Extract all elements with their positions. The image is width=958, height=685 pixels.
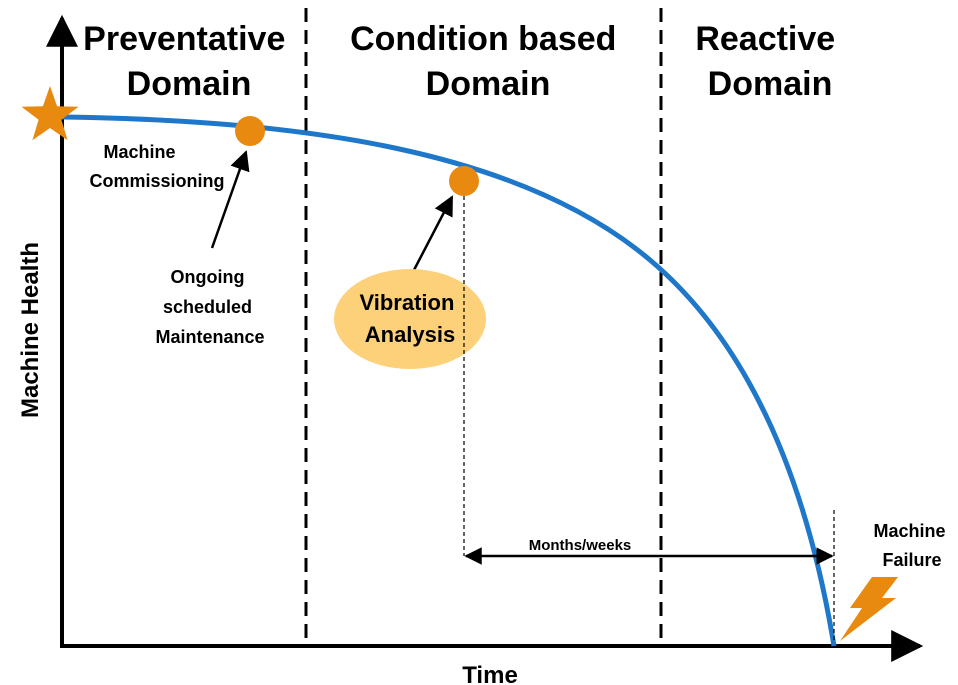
commissioning-line2: Commissioning (89, 171, 224, 191)
vibration-label-line2: Analysis (365, 322, 456, 347)
vibration-analysis-label: Vibration Analysis (359, 290, 460, 347)
interval-label: Months/weeks (529, 537, 632, 554)
failure-line2: Failure (882, 550, 941, 570)
star-icon (21, 86, 79, 141)
domain-reactive-line1: Reactive (695, 20, 835, 58)
health-curve (61, 114, 837, 647)
domain-condition-line1: Condition based (350, 20, 616, 58)
domain-reactive-line2: Domain (708, 65, 833, 103)
lightning-icon (840, 577, 898, 641)
commissioning-line1: Machine (103, 142, 175, 162)
domain-preventative-title: Preventative Domain (83, 20, 295, 103)
domain-condition-line2: Domain (426, 65, 551, 103)
domain-reactive-title: Reactive Domain (695, 20, 844, 103)
maintenance-line2: scheduled (163, 297, 252, 317)
failure-label: Machine Failure (873, 521, 950, 570)
vibration-marker (449, 166, 479, 196)
maintenance-marker (235, 116, 265, 146)
vibration-label-line1: Vibration (359, 290, 454, 315)
domain-preventative-line2: Domain (127, 65, 252, 103)
failure-line1: Machine (873, 521, 945, 541)
commissioning-label: Machine Commissioning (89, 142, 224, 191)
maintenance-pointer-arrow (210, 150, 250, 249)
vibration-analysis-ellipse (334, 269, 486, 369)
maintenance-label: Ongoing scheduled Maintenance (155, 267, 264, 347)
maintenance-line1: Ongoing (171, 267, 245, 287)
y-axis-title: Machine Health (17, 242, 44, 418)
maintenance-line3: Maintenance (155, 327, 264, 347)
x-axis-title: Time (462, 662, 518, 685)
vibration-pointer-arrow (412, 195, 454, 271)
domain-condition-title: Condition based Domain (350, 20, 626, 103)
domain-preventative-line1: Preventative (83, 20, 285, 58)
